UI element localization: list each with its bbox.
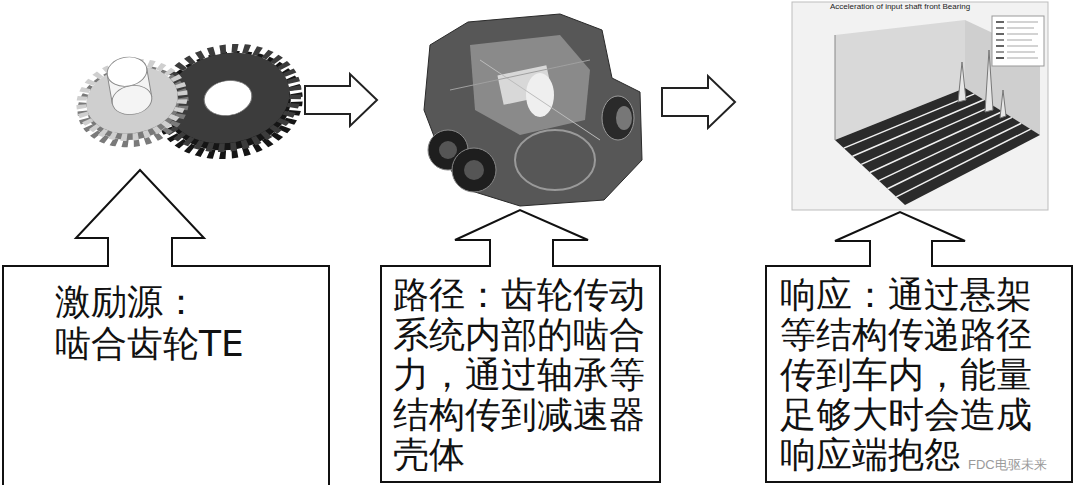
waterfall-chart — [992, 16, 1044, 66]
block-arrow — [662, 76, 735, 128]
waterfall-chart — [1000, 90, 1006, 118]
reducer-housing — [602, 96, 634, 140]
callout-text: 啮合齿轮TE — [55, 323, 244, 365]
callout-text: 响应：通过悬架等结构传递路径传到车内，能量足够大时会造成响应端抱怨 — [780, 275, 1036, 475]
reducer-housing — [526, 73, 554, 117]
waterfall-chart — [1007, 21, 1038, 23]
callout-outline — [381, 210, 660, 482]
reducer-housing — [452, 148, 496, 192]
waterfall-chart — [1007, 39, 1032, 41]
waterfall-chart — [996, 51, 1004, 53]
callout-outline — [3, 170, 329, 485]
callout-box: 响应：通过悬架等结构传递路径传到车内，能量足够大时会造成响应端抱怨 — [765, 265, 1073, 483]
reducer-housing — [439, 141, 457, 159]
reducer-housing — [470, 35, 590, 135]
chart-title: Acceleration of input shaft front Bearin… — [830, 2, 970, 11]
waterfall-chart — [1007, 22, 1038, 58]
reducer-housing — [450, 60, 590, 90]
waterfall-chart — [958, 62, 966, 102]
waterfall-chart — [835, 88, 1040, 205]
reducer-housing — [464, 160, 484, 180]
callout-content: 响应：通过悬架等结构传递路径传到车内，能量足够大时会造成响应端抱怨 — [765, 265, 1048, 481]
reducer-housing — [616, 106, 632, 130]
callout-outline — [766, 212, 1072, 482]
waterfall-chart — [996, 57, 1004, 59]
big-gear — [201, 77, 254, 119]
waterfall-chart — [792, 2, 1048, 210]
watermark: FDC电驱未来 — [968, 456, 1047, 474]
waterfall-chart — [792, 2, 1048, 210]
waterfall-chart — [996, 27, 1004, 29]
small-gear — [105, 54, 149, 89]
callout-content: 激励源：啮合齿轮TE — [2, 265, 264, 379]
waterfall-chart — [1007, 27, 1034, 29]
waterfall-chart — [896, 129, 1030, 197]
waterfall-chart — [844, 94, 975, 148]
small-gear — [74, 49, 189, 152]
small-gear — [110, 82, 154, 117]
waterfall-chart — [996, 21, 1004, 23]
callout-text: 路径：齿轮传动系统内部的啮合力，通过轴承等结构传到减速器壳体 — [393, 275, 649, 475]
waterfall-chart — [1007, 57, 1038, 59]
callout-box: 路径：齿轮传动系统内部的啮合力，通过轴承等结构传到减速器壳体 — [380, 265, 661, 483]
waterfall-chart — [996, 39, 1004, 41]
reducer-housing — [424, 14, 642, 206]
waterfall-chart — [1007, 45, 1038, 47]
callout-text: 激励源： — [55, 281, 244, 323]
waterfall-chart — [1007, 33, 1038, 35]
block-arrow — [305, 74, 377, 126]
waterfall-chart — [996, 22, 1004, 58]
waterfall-chart — [853, 100, 984, 157]
waterfall-chart — [1007, 51, 1035, 53]
waterfall-chart — [996, 45, 1004, 47]
small-gear — [75, 55, 188, 145]
callout-box: 激励源：啮合齿轮TE — [2, 265, 330, 485]
waterfall-chart — [888, 123, 1022, 189]
reducer-housing — [480, 60, 600, 140]
callout-content: 路径：齿轮传动系统内部的啮合力，通过轴承等结构传到减速器壳体 — [380, 265, 659, 481]
waterfall-chart — [996, 33, 1004, 35]
reducer-housing — [515, 130, 595, 190]
waterfall-chart — [835, 35, 836, 140]
reducer-housing — [424, 14, 642, 206]
